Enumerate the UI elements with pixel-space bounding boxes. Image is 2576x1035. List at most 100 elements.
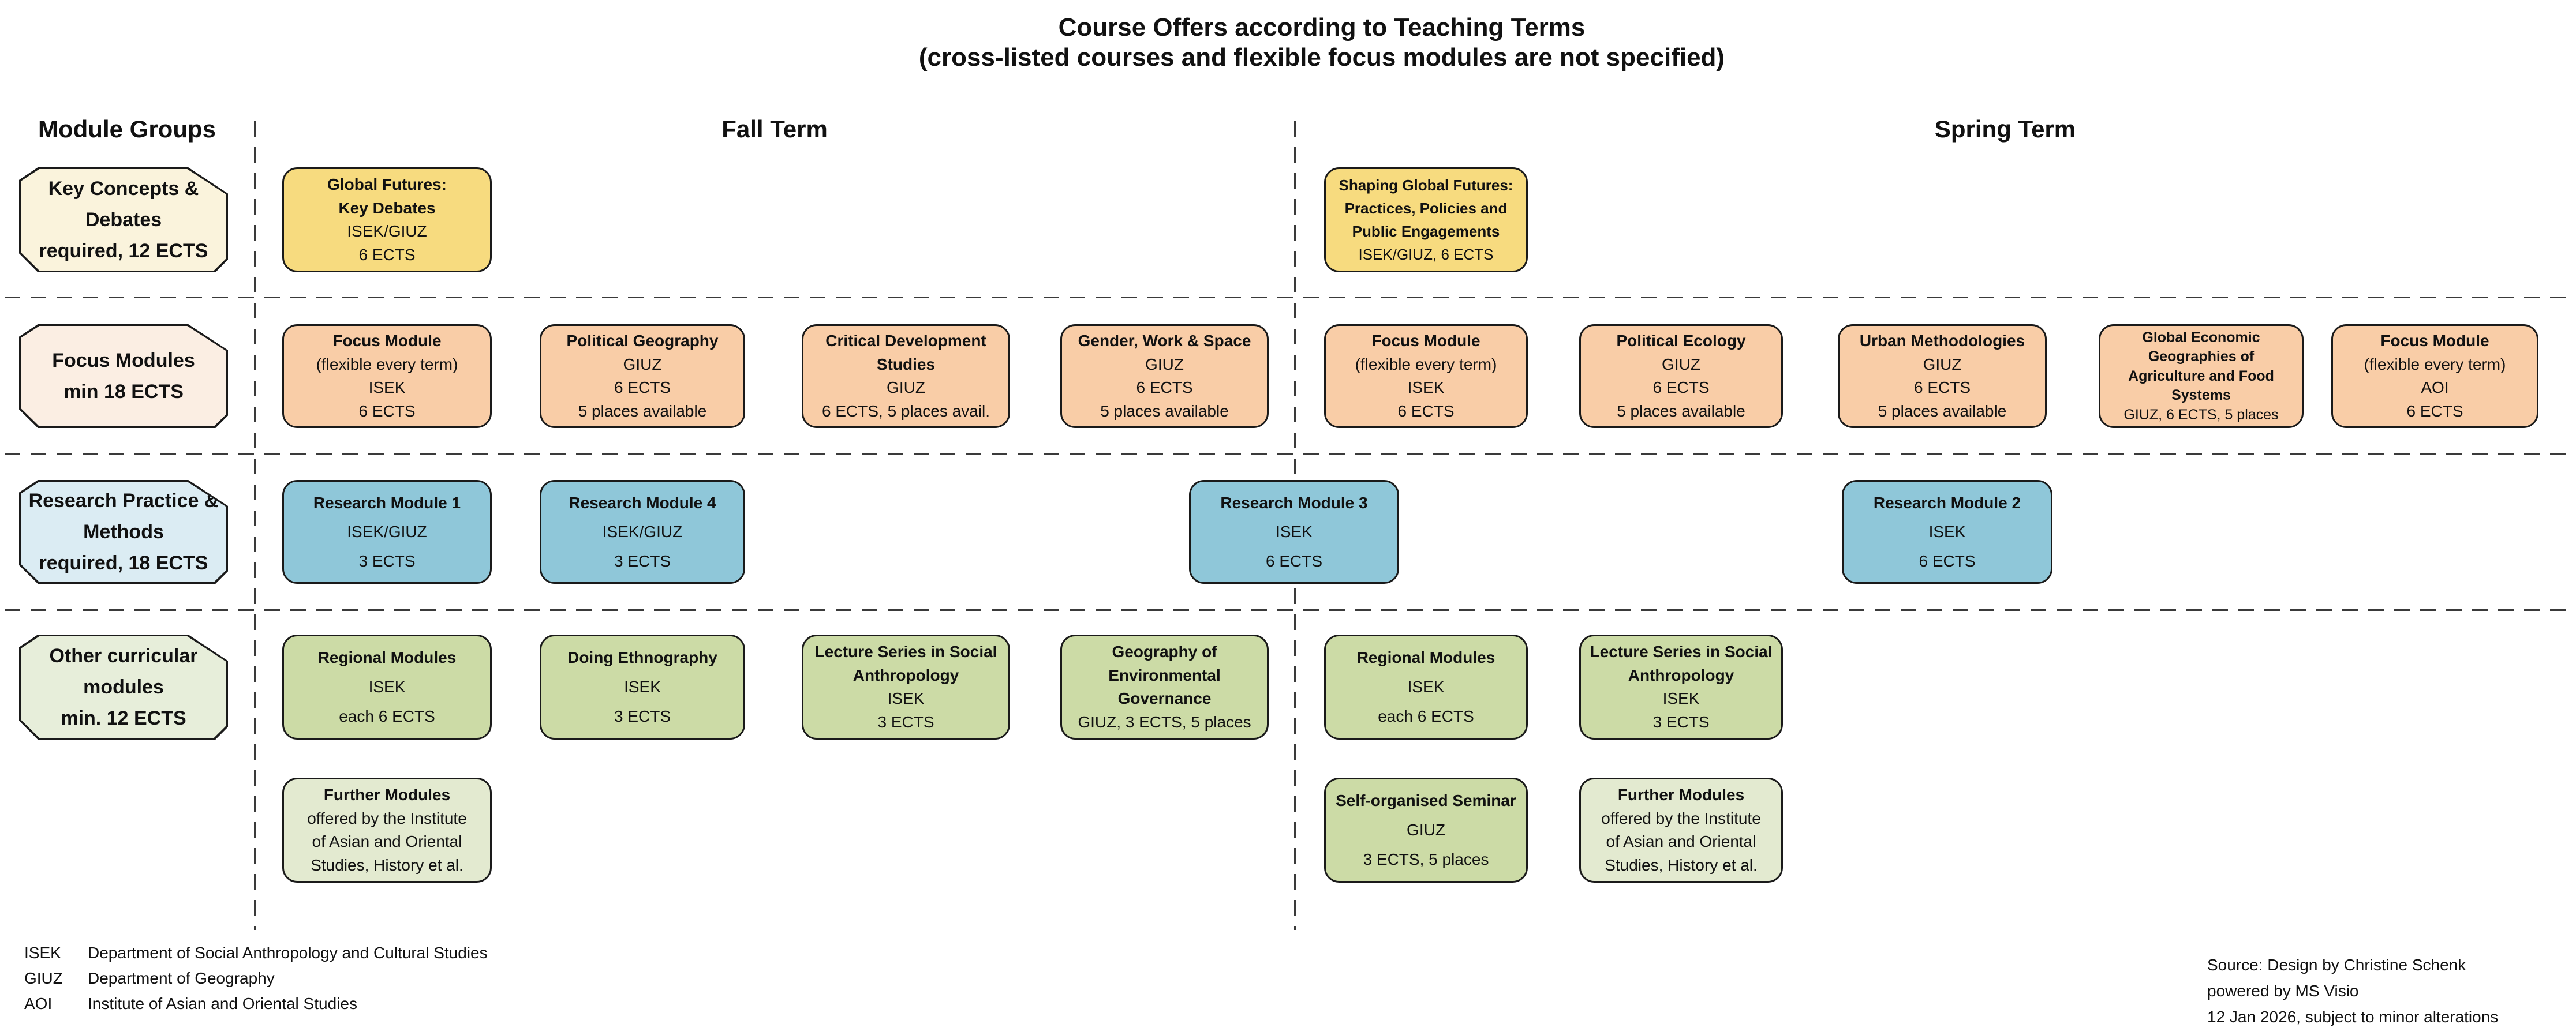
box-line: 6 ECTS [1136, 378, 1193, 397]
divider-horizontal-row2 [5, 453, 2571, 455]
legend-desc: Institute of Asian and Oriental Studies [88, 995, 357, 1012]
box-line: ISEK [1662, 689, 1700, 708]
divider-vertical-left [254, 121, 256, 930]
legend-row-isek: ISEK Department of Social Anthropology a… [24, 940, 488, 966]
box-line: Anthropology [1628, 666, 1734, 684]
box-line: Environmental [1108, 666, 1221, 684]
box-line: 5 places available [1100, 402, 1229, 420]
box-line: 3 ECTS [614, 552, 671, 570]
module-group-research-practice-body: Research Practice & Methods required, 18… [21, 482, 226, 582]
box-line: 6 ECTS [358, 402, 416, 420]
module-group-other-curricular: Other curricular modules min. 12 ECTS [19, 635, 228, 740]
source-note: Source: Design by Christine Schenk power… [2207, 952, 2498, 1030]
course-box-spring-political-ecology: Political Ecology GIUZ 6 ECTS 5 places a… [1579, 324, 1783, 428]
group-line: min 18 ECTS [63, 381, 184, 403]
box-line: Regional Modules [1356, 648, 1495, 666]
legend-row-aoi: AOI Institute of Asian and Oriental Stud… [24, 991, 488, 1017]
box-line: GIUZ [1923, 355, 1962, 373]
box-line: Focus Module [2380, 332, 2489, 350]
box-line: Regional Modules [317, 648, 457, 666]
box-line: Lecture Series in Social [1590, 642, 1773, 661]
box-line: ISEK [368, 378, 406, 397]
box-line: Focus Module [1371, 332, 1480, 350]
box-line: GIUZ [1662, 355, 1700, 373]
box-line: ISEK [368, 678, 406, 696]
legend-abbr: GIUZ [24, 969, 63, 987]
course-box-fall-critical-development-studies: Critical Development Studies GIUZ 6 ECTS… [802, 324, 1010, 428]
course-box-fall-research-module-4: Research Module 4 ISEK/GIUZ 3 ECTS [540, 480, 745, 584]
box-line: Governance [1117, 689, 1212, 708]
box-line: 6 ECTS, 5 places avail. [821, 402, 990, 420]
legend: ISEK Department of Social Anthropology a… [24, 940, 488, 1017]
group-line: Key Concepts & [48, 178, 199, 200]
box-line: offered by the Institute [1601, 809, 1761, 827]
course-box-spring-urban-methodologies: Urban Methodologies GIUZ 6 ECTS 5 places… [1838, 324, 2047, 428]
box-line: 3 ECTS, 5 places [1363, 850, 1489, 868]
box-line: ISEK [1928, 523, 1966, 541]
page-title-line1: Course Offers according to Teaching Term… [1058, 13, 1586, 42]
group-line: Focus Modules [52, 350, 195, 372]
box-line: 3 ECTS [1652, 713, 1710, 732]
box-line: each 6 ECTS [339, 707, 435, 725]
box-line: Shaping Global Futures: [1339, 177, 1513, 194]
module-group-key-concepts: Key Concepts & Debates required, 12 ECTS [19, 167, 228, 272]
course-box-research-module-3: Research Module 3 ISEK 6 ECTS [1189, 480, 1399, 584]
box-line: of Asian and Oriental [312, 832, 462, 851]
box-line: 6 ECTS [1265, 552, 1323, 570]
box-line: Studies, History et al. [311, 856, 463, 875]
box-line: Political Geography [566, 332, 719, 350]
source-line1: Source: Design by Christine Schenk [2207, 956, 2466, 974]
box-line: Focus Module [332, 332, 442, 350]
box-line: (flexible every term) [2364, 355, 2506, 373]
course-box-spring-focus-module-aoi: Focus Module (flexible every term) AOI 6… [2331, 324, 2538, 428]
box-line: GIUZ, 6 ECTS, 5 places [2123, 406, 2279, 423]
box-line: Agriculture and Food [2128, 367, 2274, 384]
box-line: Geographies of [2148, 348, 2255, 365]
legend-row-giuz: GIUZ Department of Geography [24, 966, 488, 991]
box-line: 6 ECTS [1397, 402, 1455, 420]
box-line: offered by the Institute [307, 809, 467, 827]
box-line: Research Module 3 [1220, 493, 1368, 512]
box-line: Gender, Work & Space [1078, 332, 1251, 350]
box-line: GIUZ [623, 355, 662, 373]
course-box-spring-global-economic-geographies: Global Economic Geographies of Agricultu… [2099, 324, 2304, 428]
box-line: Global Futures: [327, 175, 447, 193]
source-line2: powered by MS Visio [2207, 982, 2359, 1000]
box-line: ISEK [1276, 523, 1313, 541]
course-box-spring-shaping-global-futures: Shaping Global Futures: Practices, Polic… [1324, 167, 1528, 272]
legend-abbr: ISEK [24, 944, 61, 962]
group-line: required, 12 ECTS [39, 240, 208, 262]
box-line: GIUZ [1145, 355, 1184, 373]
header-fall-term: Fall Term [721, 115, 828, 142]
box-line: Research Module 2 [1873, 493, 2021, 512]
group-line: min. 12 ECTS [61, 707, 186, 729]
page-title: Course Offers according to Teaching Term… [745, 13, 1899, 73]
course-box-fall-political-geography: Political Geography GIUZ 6 ECTS 5 places… [540, 324, 745, 428]
course-box-fall-further-modules: Further Modules offered by the Institute… [282, 778, 492, 883]
box-line: 6 ECTS [1913, 378, 1971, 397]
divider-horizontal-row1 [5, 297, 2571, 298]
box-line: 5 places available [1617, 402, 1745, 420]
box-line: Key Debates [338, 198, 436, 217]
group-line: Debates [85, 209, 162, 231]
box-line: Systems [2171, 387, 2231, 403]
header-module-groups: Module Groups [38, 115, 216, 142]
divider-horizontal-row3 [5, 609, 2571, 611]
module-group-key-concepts-body: Key Concepts & Debates required, 12 ECTS [21, 169, 226, 271]
legend-desc: Department of Geography [88, 969, 275, 987]
box-line: Studies [876, 355, 936, 373]
box-line: ISEK [887, 689, 925, 708]
module-group-research-practice: Research Practice & Methods required, 18… [19, 480, 228, 584]
group-line: Research Practice & [28, 490, 219, 512]
box-line: Anthropology [853, 666, 959, 684]
box-line: Further Modules [323, 785, 451, 804]
module-group-focus-modules: Focus Modules min 18 ECTS [19, 324, 228, 428]
box-line: 3 ECTS [877, 713, 934, 732]
group-line: modules [83, 676, 164, 698]
course-box-spring-self-organised-seminar: Self-organised Seminar GIUZ 3 ECTS, 5 pl… [1324, 778, 1528, 883]
course-box-fall-gender-work-space: Gender, Work & Space GIUZ 6 ECTS 5 place… [1060, 324, 1269, 428]
box-line: 5 places available [1878, 402, 2007, 420]
box-line: Doing Ethnography [567, 648, 717, 666]
box-line: GIUZ [1407, 821, 1445, 839]
